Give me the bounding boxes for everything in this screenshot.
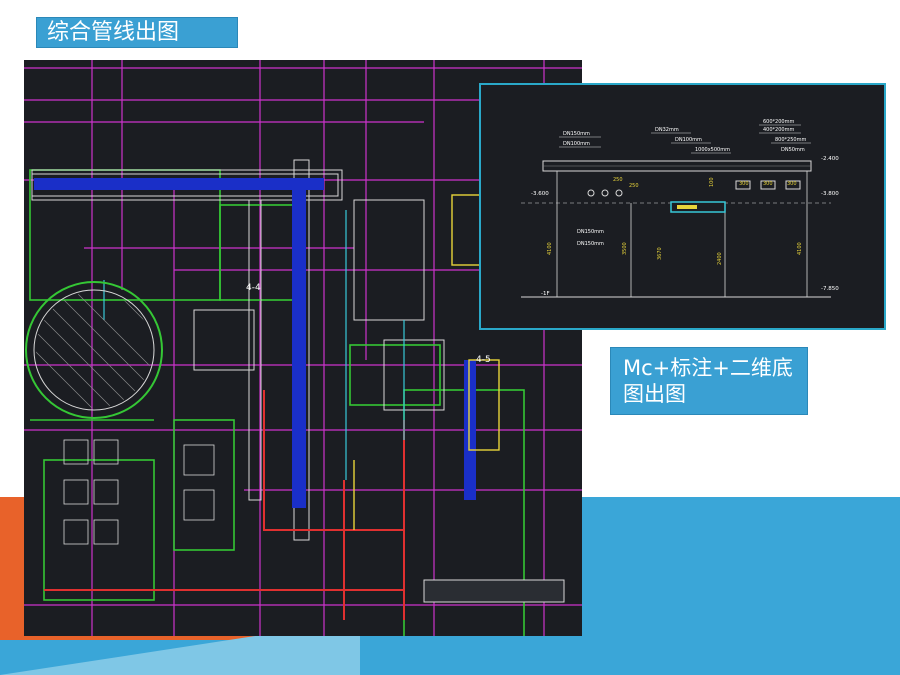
level-label-1: -2.400 [821, 156, 839, 162]
annotation-8: 800*250mm [775, 137, 806, 143]
cad-section-detail: DN150mm DN100mm DN32mm DN100mm 1000x500m… [479, 83, 886, 330]
dimension-4: 3670 [657, 247, 663, 260]
dimension-8: 250 [629, 183, 639, 189]
annotation-10: DN150mm [577, 229, 604, 235]
annotation-4: DN100mm [675, 137, 702, 143]
floor-plan-drawing: 4-4 4-5 [24, 60, 582, 636]
annotation-6: 600*200mm [763, 119, 794, 125]
cad-floor-plan: 4-4 4-5 [24, 60, 582, 636]
axis-label-4-5: 4-5 [476, 355, 491, 365]
section-drawing: DN150mm DN100mm DN32mm DN100mm 1000x500m… [481, 85, 884, 328]
circular-tank-icon [25, 281, 163, 419]
annotation-1: DN150mm [563, 131, 590, 137]
level-label-4: -1F [541, 291, 550, 297]
slide-title: 综合管线出图 [36, 17, 238, 48]
dimension-9: 300 [739, 181, 749, 187]
level-label-2: -3.600 [531, 191, 549, 197]
annotation-9: DN50mm [781, 147, 805, 153]
dimension-10: 300 [763, 181, 773, 187]
dimension-5: 4100 [797, 242, 803, 255]
caption-box: Mc+标注+二维底图出图 [610, 347, 808, 415]
annotation-11: DN150mm [577, 241, 604, 247]
level-label-3: -3.800 [821, 191, 839, 197]
annotation-2: DN100mm [563, 141, 590, 147]
dimension-6: 100 [709, 177, 715, 187]
dimension-1: 4100 [547, 242, 553, 255]
dimension-7: 250 [613, 177, 623, 183]
annotation-7: 400*200mm [763, 127, 794, 133]
annotation-5: 1000x500mm [695, 147, 730, 153]
level-label-5: -7.850 [821, 286, 839, 292]
dimension-11: 300 [787, 181, 797, 187]
axis-label-4-4: 4-4 [246, 283, 261, 293]
dimension-2: 3500 [622, 242, 628, 255]
dimension-3: 2400 [717, 252, 723, 265]
annotation-3: DN32mm [655, 127, 679, 133]
